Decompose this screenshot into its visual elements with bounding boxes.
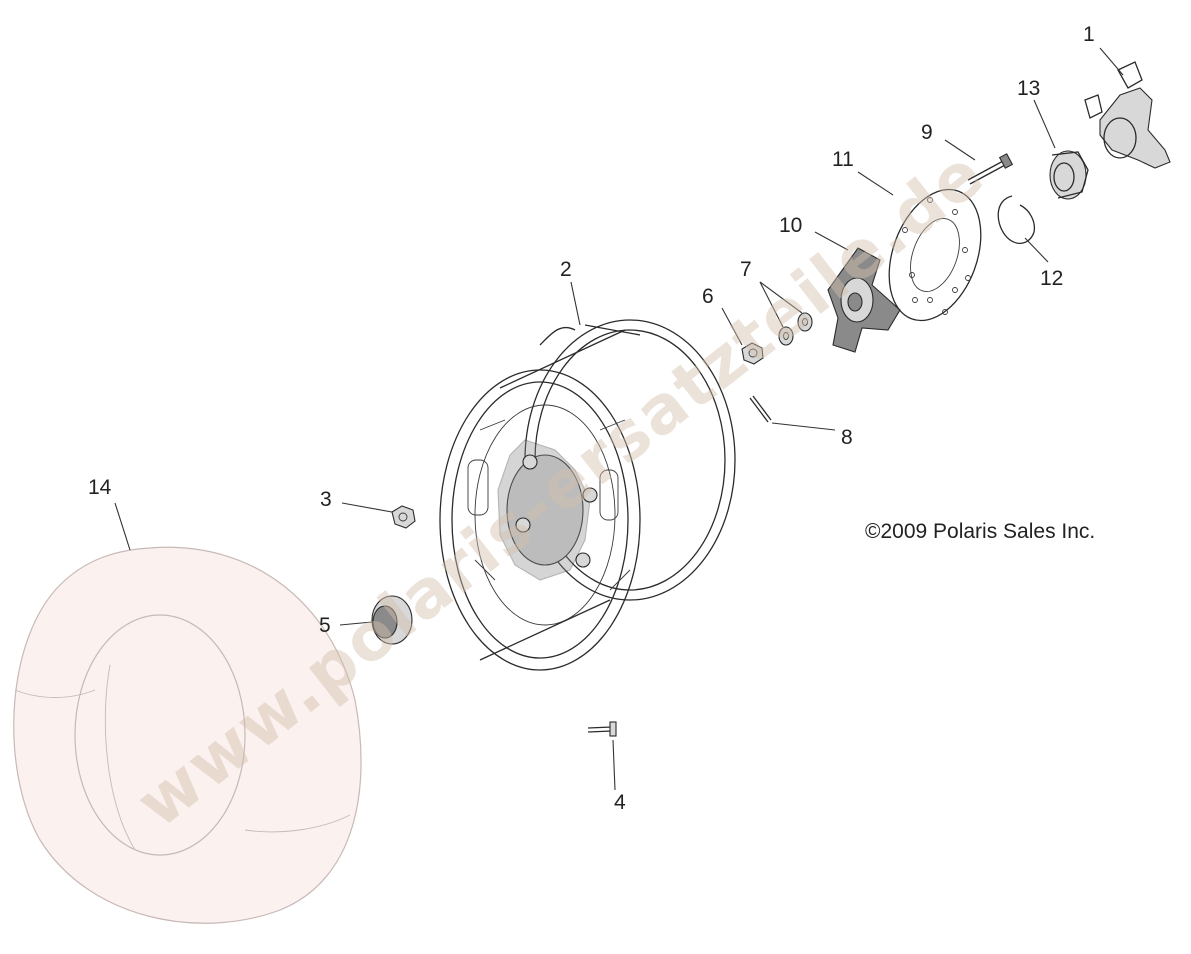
callout-12: 12 bbox=[1040, 267, 1063, 290]
callout-9: 9 bbox=[921, 121, 933, 144]
bearing-part bbox=[1049, 150, 1089, 200]
wheel-rim-part bbox=[439, 319, 736, 671]
valve-stem-part bbox=[587, 721, 617, 737]
callout-13: 13 bbox=[1017, 77, 1040, 100]
axle-nut-part bbox=[741, 342, 764, 365]
tire-part bbox=[13, 546, 362, 924]
lug-nut-part bbox=[391, 505, 416, 529]
copyright-notice: ©2009 Polaris Sales Inc. bbox=[865, 520, 1095, 543]
callout-11: 11 bbox=[832, 148, 854, 171]
leader-lines bbox=[114, 47, 1124, 791]
steering-knuckle-part bbox=[1084, 61, 1171, 169]
callout-1: 1 bbox=[1083, 23, 1095, 46]
callout-6: 6 bbox=[702, 285, 714, 308]
callout-14: 14 bbox=[88, 476, 112, 499]
callout-8: 8 bbox=[841, 426, 853, 449]
callout-5: 5 bbox=[319, 614, 331, 637]
brake-disc-part bbox=[888, 188, 982, 322]
cotter-pin-part bbox=[749, 395, 772, 423]
callout-10: 10 bbox=[779, 214, 802, 237]
wheel-stud-part bbox=[967, 153, 1014, 185]
hub-cap-part bbox=[371, 595, 413, 645]
watermark-text: www.polaris-ersatzteile.de bbox=[122, 134, 998, 842]
callout-2: 2 bbox=[560, 258, 572, 281]
retaining-ring-part bbox=[997, 195, 1036, 244]
callout-3: 3 bbox=[320, 488, 332, 511]
callout-7: 7 bbox=[740, 258, 752, 281]
wheel-hub-part bbox=[827, 247, 901, 353]
callout-4: 4 bbox=[614, 791, 626, 814]
washer-pair-part bbox=[778, 312, 813, 346]
